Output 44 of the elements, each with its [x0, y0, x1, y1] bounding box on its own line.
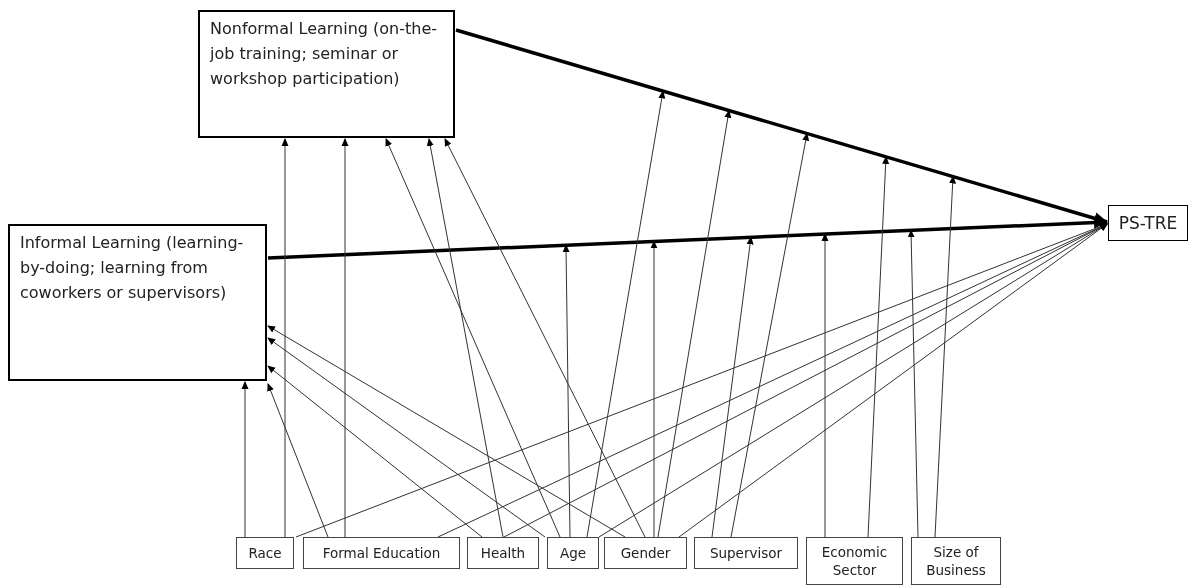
- arrow: [341, 138, 349, 538]
- node-label: Age: [559, 544, 587, 562]
- arrow: [385, 138, 561, 538]
- node-label: PS-TRE: [1118, 213, 1178, 233]
- node-label: Health: [480, 544, 526, 562]
- arrow: [934, 175, 957, 538]
- arrow: [586, 90, 666, 538]
- node-label: Nonformal Learning (on-the-job training; seminar or workshop participation): [210, 19, 438, 88]
- variable-box: [911, 537, 1001, 585]
- node-label: Formal Education: [322, 544, 441, 562]
- arrow: [650, 240, 658, 538]
- arrow: [267, 365, 483, 538]
- node-label: Gender: [620, 544, 671, 562]
- arrow: [267, 383, 329, 538]
- arrow: [678, 223, 1108, 538]
- arrow: [867, 155, 890, 538]
- node-label: Race: [248, 544, 282, 562]
- construct-box: [1108, 205, 1188, 241]
- arrow: [657, 109, 732, 538]
- node-label: Supervisor: [709, 544, 783, 562]
- arrow: [241, 381, 249, 538]
- construct-box: [198, 10, 455, 138]
- variable-box: [236, 537, 294, 569]
- arrow: [562, 244, 571, 538]
- variable-box: [604, 537, 687, 569]
- arrow: [267, 216, 1108, 260]
- arrow: [267, 337, 546, 538]
- arrow: [444, 138, 646, 538]
- arrow: [907, 229, 919, 538]
- variable-box: [694, 537, 798, 569]
- construct-box: [8, 224, 267, 381]
- arrow: [267, 325, 626, 538]
- node-label: Informal Learning (learning-by-doing; learning from coworkers or supervisors): [20, 233, 244, 302]
- variable-box: [806, 537, 903, 585]
- arrow: [730, 132, 810, 538]
- node-label: Economic Sector: [820, 543, 889, 579]
- variable-box: [467, 537, 539, 569]
- arrow: [281, 138, 289, 538]
- variable-box: [547, 537, 599, 569]
- arrow: [426, 138, 504, 538]
- arrow: [711, 236, 754, 538]
- arrow: [821, 233, 829, 538]
- variable-box: [303, 537, 460, 569]
- node-label: Size of Business: [925, 543, 987, 579]
